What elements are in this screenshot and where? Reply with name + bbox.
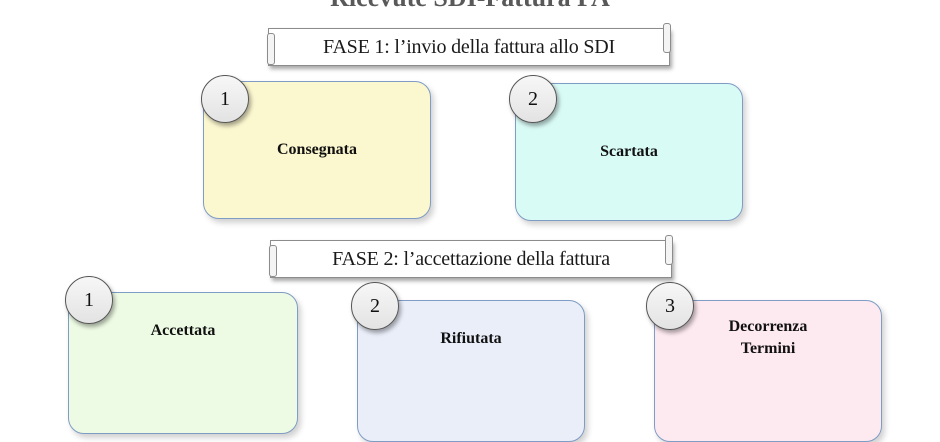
card-decorrenza-termini-label: Decorrenza Termini bbox=[728, 318, 808, 357]
phase1-banner-label: FASE 1: l’invio della fattura allo SDI bbox=[323, 35, 615, 58]
phase2-banner-label: FASE 2: l’accettazione della fattura bbox=[332, 247, 610, 270]
scroll-curl-left bbox=[269, 245, 277, 277]
number-badge-accettata: 1 bbox=[65, 276, 113, 324]
scroll-curl-left bbox=[267, 33, 275, 65]
number-badge-scartata: 2 bbox=[509, 75, 557, 123]
diagram-title: Ricevute SDI-Fattura PA bbox=[0, 0, 940, 10]
phase1-banner: FASE 1: l’invio della fattura allo SDI bbox=[267, 23, 671, 66]
scroll-curl-right bbox=[663, 23, 671, 53]
number-badge-rifiutata: 2 bbox=[351, 282, 399, 330]
number-badge-consegnata: 1 bbox=[201, 75, 249, 123]
card-rifiutata-label: Rifiutata bbox=[440, 330, 502, 347]
scroll-curl-right bbox=[665, 235, 673, 265]
phase2-banner: FASE 2: l’accettazione della fattura bbox=[269, 235, 673, 278]
card-scartata-label: Scartata bbox=[600, 143, 658, 160]
card-consegnata-label: Consegnata bbox=[276, 141, 357, 158]
card-accettata-label: Accettata bbox=[150, 322, 216, 339]
number-badge-decorrenza-termini: 3 bbox=[646, 282, 694, 330]
